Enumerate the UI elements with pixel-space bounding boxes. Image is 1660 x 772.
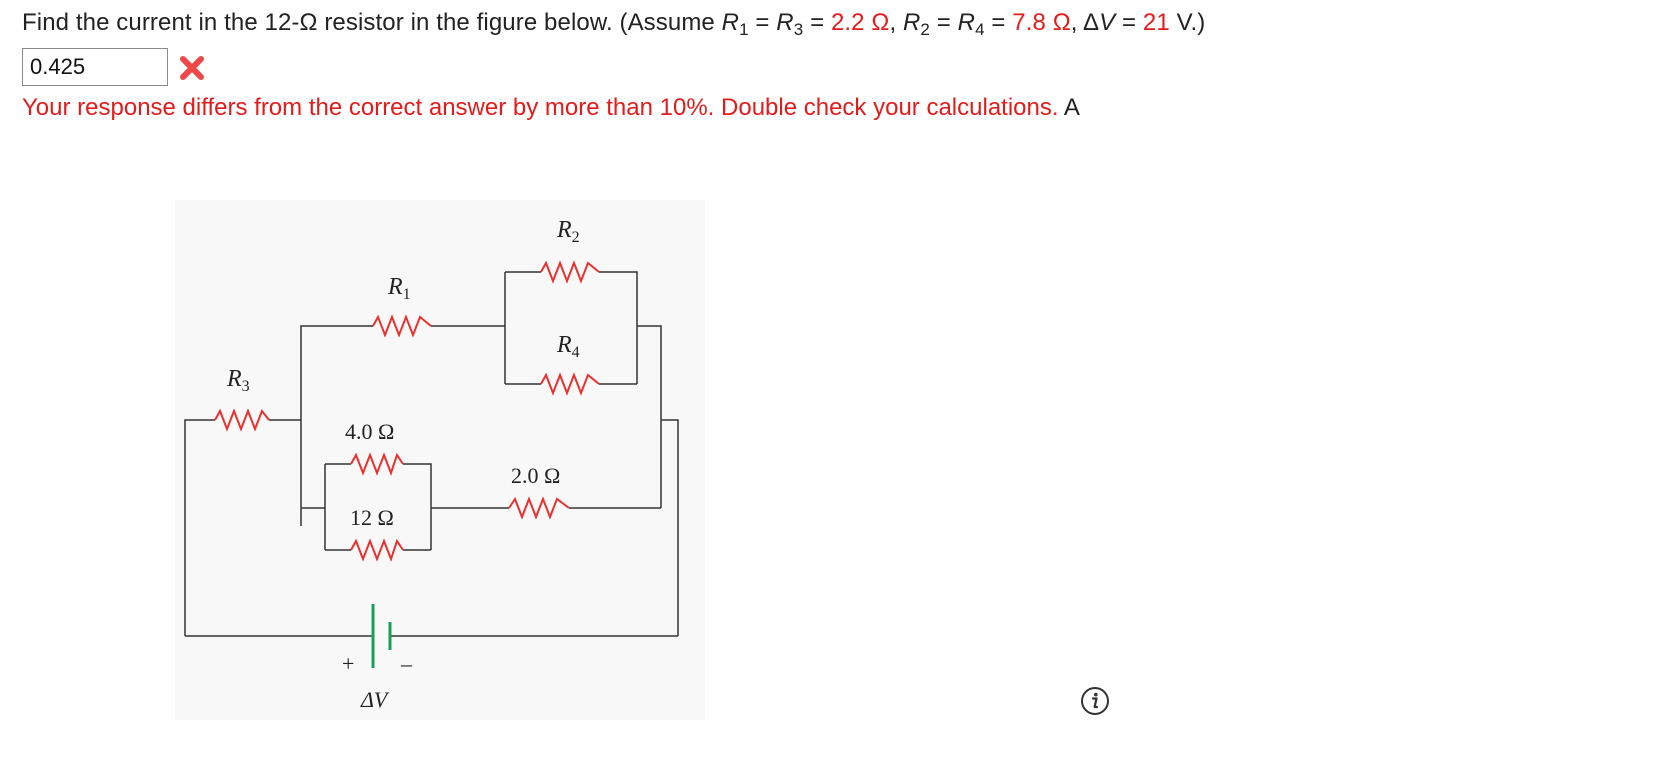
var-r4: R: [957, 9, 976, 36]
var-r2: R: [902, 9, 921, 36]
feedback-text: Your response differs from the correct a…: [22, 94, 1059, 121]
question-text: Find the current in the 12-Ω resistor in…: [22, 9, 1206, 39]
resistor-r4: [540, 372, 600, 396]
label-delta-v: ΔV: [360, 687, 390, 712]
resistor-r1: [372, 314, 432, 338]
equals: =: [984, 9, 1013, 36]
equals: =: [803, 9, 831, 36]
label-r3: R3: [226, 366, 250, 395]
var-v: V: [1099, 9, 1116, 36]
label-r4: R4: [556, 332, 580, 361]
question-lead: Find the current in the 12-Ω resistor in…: [22, 9, 722, 36]
answer-unit: A: [1063, 94, 1080, 121]
separator: , Δ: [1070, 9, 1100, 36]
label-2-ohm: 2.0 Ω: [511, 463, 560, 488]
answer-input[interactable]: [22, 48, 168, 86]
label-r1: R1: [387, 274, 411, 303]
var-r1: R: [721, 9, 740, 36]
info-icon[interactable]: [1080, 686, 1110, 716]
feedback-line: Your response differs from the correct a…: [22, 94, 1080, 122]
label-minus: –: [400, 651, 413, 676]
var-r3-sub: 3: [793, 20, 804, 39]
var-r3: R: [776, 9, 794, 36]
var-r2-sub: 2: [920, 20, 930, 39]
circuit-diagram: R1 R2 R4 R3 4.0 Ω 12 Ω 2.0 Ω + – ΔV: [184, 217, 679, 712]
wrong-x-icon: [180, 56, 204, 80]
label-plus: +: [342, 651, 354, 676]
separator: ,: [889, 9, 903, 36]
circuit-wires: [184, 271, 679, 637]
resistor-12-ohm: [350, 538, 404, 562]
resistor-zigzags: [214, 260, 600, 562]
question-tail: V.): [1169, 9, 1206, 36]
circuit-figure: R1 R2 R4 R3 4.0 Ω 12 Ω 2.0 Ω + – ΔV: [175, 200, 705, 720]
label-4-ohm: 4.0 Ω: [345, 419, 394, 444]
var-r4-sub: 4: [975, 20, 985, 39]
resistor-r3: [214, 408, 270, 432]
value-voltage: 21: [1142, 9, 1170, 36]
battery-symbol: [371, 604, 392, 668]
value-r1-r3: 2.2 Ω: [830, 9, 890, 36]
label-r2: R2: [556, 217, 580, 246]
equals: =: [929, 9, 958, 36]
label-12-ohm: 12 Ω: [350, 505, 394, 530]
resistor-4-ohm: [350, 452, 404, 476]
circuit-labels: R1 R2 R4 R3 4.0 Ω 12 Ω 2.0 Ω + – ΔV: [226, 217, 580, 712]
resistor-r2: [540, 260, 600, 284]
var-r1-sub: 1: [739, 20, 749, 39]
value-r2-r4: 7.8 Ω: [1012, 9, 1071, 36]
equals: =: [748, 9, 777, 36]
resistor-2-ohm: [508, 496, 570, 520]
equals: =: [1115, 9, 1143, 36]
